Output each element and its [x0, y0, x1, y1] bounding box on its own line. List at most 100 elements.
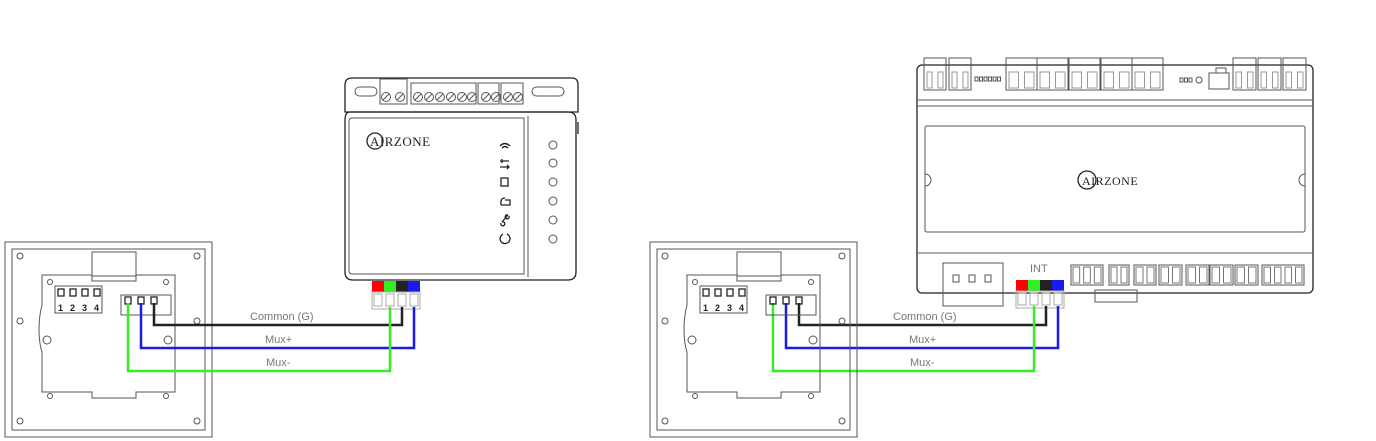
airzone-main-controller: AIRZONE INT — [916, 57, 1314, 309]
terminal-block — [1100, 57, 1133, 91]
screw-icon — [661, 252, 669, 260]
chip-icon — [500, 177, 509, 187]
screw-icon — [513, 92, 523, 102]
pin-blue — [1052, 280, 1064, 291]
terminal-block — [1158, 264, 1183, 286]
connector-socket — [1015, 290, 1065, 309]
terminal-pin — [93, 288, 101, 297]
terminal-number: 4 — [739, 303, 744, 313]
screw-icon — [661, 417, 669, 425]
terminal-block — [1257, 57, 1282, 91]
bottom-terminals — [1070, 264, 1305, 286]
screw-icon — [424, 92, 434, 102]
terminal-pin — [769, 296, 777, 305]
led-icon — [548, 140, 558, 150]
screw-icon — [808, 393, 814, 399]
airzone-gateway: AIRZONE — [344, 77, 579, 310]
terminal-pin — [124, 296, 132, 305]
wire-mux-plus — [139, 303, 416, 350]
screw-icon — [47, 393, 53, 399]
brand-name: AIRZONE — [370, 134, 431, 149]
terminal-pin — [81, 288, 89, 297]
terminal-block — [1068, 57, 1101, 91]
screw-icon — [838, 252, 846, 260]
terminal-pin — [714, 288, 722, 297]
terminal — [500, 82, 524, 105]
plug-icon — [500, 197, 511, 206]
wire-common — [797, 303, 1048, 327]
wifi-icon — [499, 142, 511, 149]
screw-icon — [163, 393, 169, 399]
gateway-face — [348, 117, 525, 275]
int-connector-label: INT — [1030, 263, 1048, 275]
terminal-screws — [381, 92, 523, 102]
terminal-pin — [57, 288, 65, 297]
wires-right: Common (G) Mux+ Mux- — [771, 303, 1060, 373]
label-mux-minus: Mux- — [266, 357, 291, 369]
terminal-pin — [69, 288, 77, 297]
mount-slot — [531, 86, 565, 97]
label-common: Common (G) — [250, 311, 314, 323]
terminal-pin — [137, 296, 145, 305]
thermostat-top-tab — [91, 251, 137, 277]
terminal-pin — [702, 288, 710, 297]
logo-ring — [1077, 170, 1097, 190]
label-mux-plus: Mux+ — [909, 334, 936, 346]
wire-mux-plus — [784, 303, 1060, 350]
terminal-block — [1234, 264, 1259, 286]
power-terminal — [942, 262, 1004, 307]
terminal-block-1-4 — [699, 285, 748, 314]
bus-terminal-block — [765, 294, 817, 316]
thermostat-outer-frame — [4, 241, 213, 438]
terminal-block — [1036, 57, 1069, 91]
brand-name: AIRZONE — [1082, 174, 1138, 188]
pin-green — [1028, 280, 1040, 291]
connector-socket — [371, 291, 421, 310]
top-terminals — [923, 57, 1307, 91]
logo-ring — [366, 132, 384, 150]
controller-body — [916, 64, 1314, 294]
terminal-number: 3 — [82, 303, 87, 313]
led-icon — [548, 196, 558, 206]
screw-icon — [838, 417, 846, 425]
screw-icon — [193, 417, 201, 425]
screw-icon — [47, 279, 53, 285]
terminal-block — [1185, 264, 1210, 286]
bus-connector-int — [1015, 280, 1065, 309]
terminal-number: 1 — [703, 303, 708, 313]
screw-icon — [435, 92, 445, 102]
terminal-block — [1108, 264, 1130, 286]
power-terminal — [379, 78, 408, 105]
led-icon — [548, 158, 558, 168]
pin-red — [1016, 280, 1028, 291]
terminal-block — [1209, 264, 1234, 286]
screw-icon — [16, 317, 24, 325]
terminal-block-1-4 — [54, 285, 103, 314]
terminal-number: 2 — [715, 303, 720, 313]
mount-hole — [163, 335, 173, 345]
label-common: Common (G) — [893, 311, 957, 323]
screw-icon — [838, 317, 846, 325]
terminal-number: 4 — [94, 303, 99, 313]
wires-left: Common (G) Mux+ Mux- — [126, 303, 416, 373]
thermostat-back-plate — [38, 274, 176, 399]
screw-icon — [16, 417, 24, 425]
screw-icon — [692, 279, 698, 285]
airzone-logo: AIRZONE — [1077, 170, 1138, 190]
screw-icon — [163, 279, 169, 285]
pin-black — [1040, 280, 1052, 291]
terminal-pin — [738, 288, 746, 297]
terminal-block — [1131, 57, 1164, 91]
wire-mux-minus — [126, 303, 392, 373]
thermostat-left: 1 2 3 4 — [4, 241, 213, 438]
screw-icon — [808, 279, 814, 285]
terminal-block — [1070, 264, 1104, 286]
led-icon — [548, 177, 558, 187]
screw-icon — [193, 317, 201, 325]
terminal-pin — [782, 296, 790, 305]
screw-icon — [503, 92, 513, 102]
led-icon — [548, 234, 558, 244]
reset-icon — [499, 233, 511, 245]
thermostat-inner-frame — [656, 248, 851, 431]
